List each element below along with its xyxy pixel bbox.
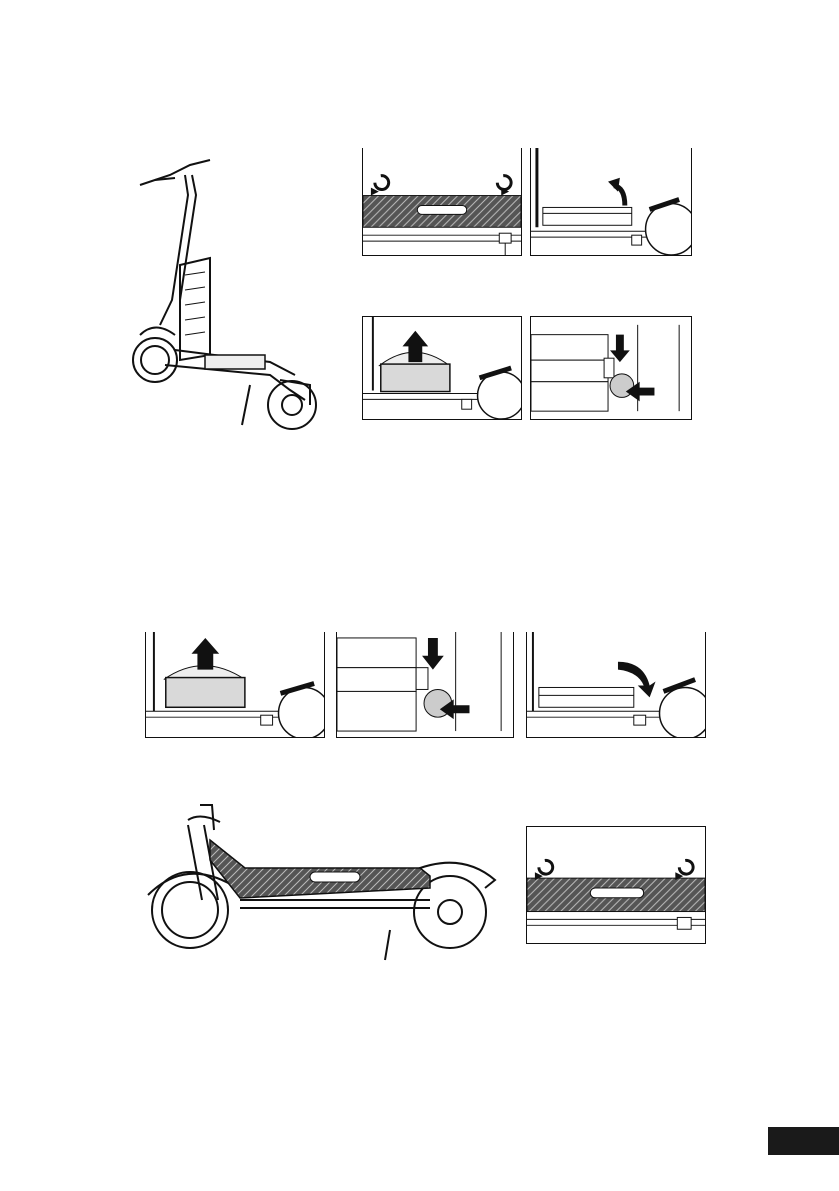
arrow-icon — [608, 178, 620, 192]
step-tighten-screws-panel — [526, 826, 706, 944]
step-disconnect-panel — [530, 316, 692, 420]
page-tab — [768, 1127, 839, 1155]
scooter-open-deck-illustration — [130, 150, 330, 440]
step-lift-cover-panel — [530, 148, 692, 256]
arrow-down-icon — [422, 638, 444, 670]
rotate-cw-icon — [539, 860, 693, 874]
step-place-battery-panel — [145, 632, 325, 738]
scooter-closed-deck-illustration — [140, 800, 500, 965]
step-lower-cover-panel — [526, 632, 706, 738]
step-connect-panel — [336, 632, 514, 738]
arrow-up-icon — [191, 638, 219, 670]
step-lift-battery-panel — [362, 316, 522, 420]
step-unscrew-panel — [362, 148, 522, 256]
rotate-ccw-icon — [375, 176, 389, 190]
